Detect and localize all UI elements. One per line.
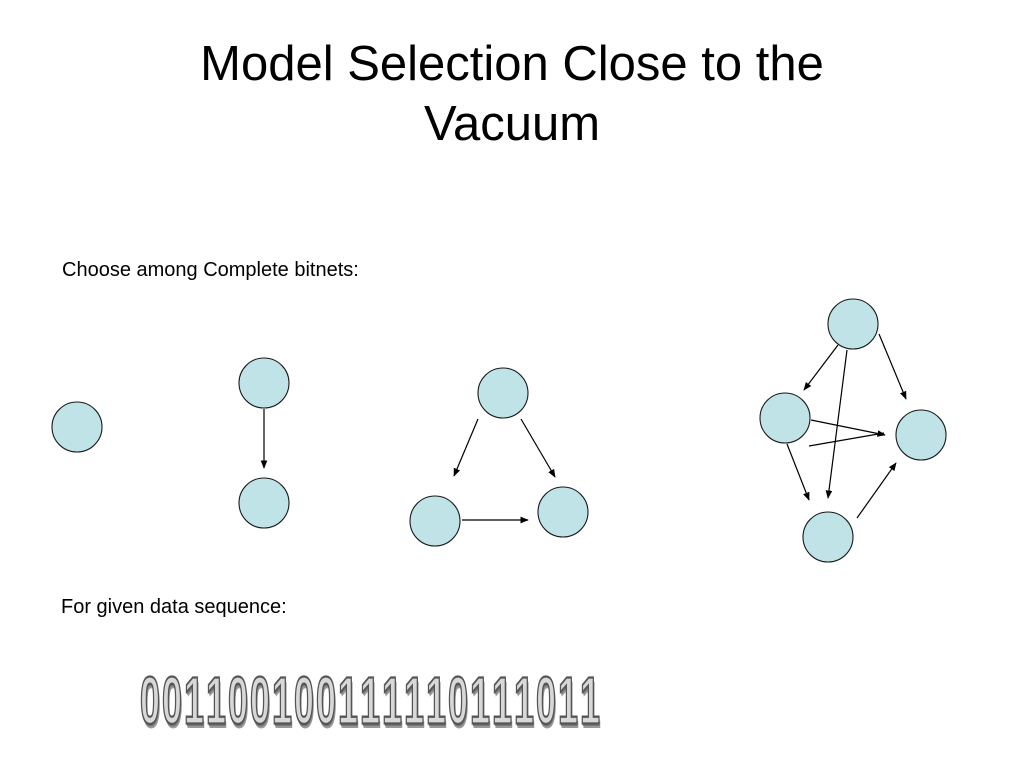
graph3-node-left [409, 495, 461, 547]
graph4-edge-cross [808, 432, 885, 447]
graph4-edge-top-right [878, 333, 907, 400]
graph3-node-right [537, 486, 589, 538]
data-bit: 0 [293, 663, 315, 740]
graph4-edge-top-left [803, 344, 839, 391]
graph4-node-left [759, 392, 811, 444]
title-line-1: Model Selection Close to the [200, 37, 824, 91]
data-bit: 1 [557, 663, 579, 740]
bitnet-1-node [51, 401, 103, 453]
graph4-edge-top-bottom [825, 349, 848, 499]
data-bit: 1 [183, 663, 205, 740]
bitnet-3-node [409, 367, 589, 547]
data-bit: 1 [403, 663, 425, 740]
bitnet-4-node [759, 298, 947, 563]
graph3-node-top [477, 367, 529, 419]
choose-label: Choose among Complete bitnets: [62, 259, 359, 281]
data-bit: 1 [469, 663, 491, 740]
graph2-node-b [238, 477, 290, 529]
data-bit: 0 [139, 663, 161, 740]
data-bit: 1 [205, 663, 227, 740]
data-bit: 1 [359, 663, 381, 740]
slide-title: Model Selection Close to the Vacuum [0, 34, 1024, 154]
data-sequence-label: For given data sequence: [61, 596, 287, 618]
data-bit: 1 [513, 663, 535, 740]
data-bit: 1 [271, 663, 293, 740]
data-bit: 1 [491, 663, 513, 740]
bitnet-2-node [238, 357, 290, 529]
data-bit: 1 [579, 663, 601, 740]
graph2-node-a [238, 357, 290, 409]
graph4-edge-left-right [810, 419, 886, 437]
graph3-edge-top-left [453, 418, 479, 477]
graph4-edge-bottom-right [856, 462, 897, 519]
graph4-edge-left-bottom [786, 443, 810, 501]
graph1-node-a [51, 401, 103, 453]
data-bit: 0 [447, 663, 469, 740]
title-line-2: Vacuum [423, 97, 601, 151]
data-bit: 0 [227, 663, 249, 740]
graph4-node-right [895, 409, 947, 461]
graph4-node-top [827, 298, 879, 350]
graph3-edge-top-right [520, 418, 556, 478]
data-bit: 0 [315, 663, 337, 740]
data-bit: 1 [337, 663, 359, 740]
data-bit: 1 [381, 663, 403, 740]
data-bit: 0 [161, 663, 183, 740]
data-bit: 0 [535, 663, 557, 740]
graph4-node-bottom [802, 511, 854, 563]
data-bit: 0 [249, 663, 271, 740]
data-bit: 1 [425, 663, 447, 740]
